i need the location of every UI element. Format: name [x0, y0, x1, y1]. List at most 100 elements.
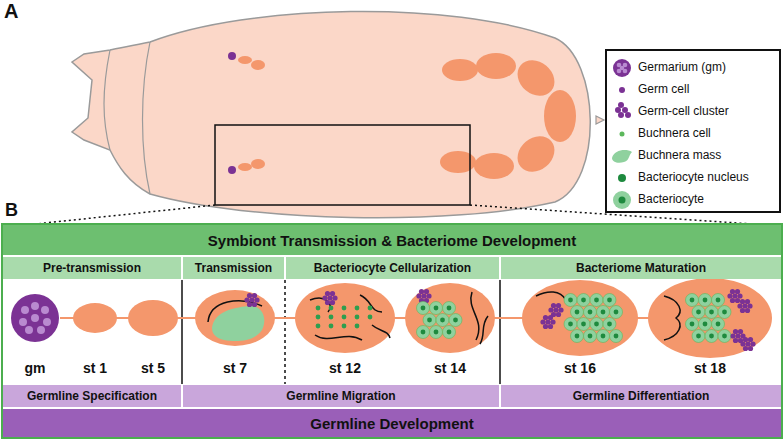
bacteriocyte-cells — [31, 314, 39, 322]
bacteriocyte-cells — [443, 326, 456, 339]
phase-band: Germline Differentiation — [501, 385, 781, 407]
bacteriocyte-cells — [727, 293, 732, 298]
legend-box — [612, 150, 632, 163]
bacteriocyte-cells — [686, 318, 699, 331]
bacteriocyte-cells — [590, 294, 603, 307]
bacteriocyte-cells — [316, 306, 321, 311]
bacteriocyte-cells — [421, 293, 426, 298]
bacteriocyte-cells — [550, 319, 555, 324]
bacteriocyte-cells — [750, 341, 755, 346]
bacteriocyte-cells — [745, 341, 750, 346]
bacteriocyte-cells — [584, 330, 597, 343]
bacteriocyte-cells — [696, 310, 701, 315]
bacteriocyte-cells — [571, 306, 584, 319]
bacteriocyte-cells — [342, 315, 347, 320]
bacteriocyte-cells — [594, 322, 599, 327]
bacteriocyte-cells — [368, 315, 373, 320]
panel-letter: A — [4, 0, 18, 23]
bacteriocyte-cells — [607, 298, 612, 303]
bacteriocyte-cells — [556, 303, 561, 308]
bacteriocyte-cells — [614, 334, 619, 339]
bacteriocyte-cells — [597, 330, 610, 343]
bacteriocyte-cells — [610, 306, 623, 319]
bacteriocyte-cells — [590, 318, 603, 331]
bacteriocyte-cells — [607, 322, 612, 327]
bacteriocyte-cells — [249, 297, 254, 302]
bacteriocyte-cells — [330, 300, 335, 305]
bacteriocyte-cells — [733, 338, 738, 343]
ovariole — [476, 53, 516, 79]
ovariole — [251, 159, 265, 169]
legend-box — [606, 50, 780, 212]
bacteriocyte-cells — [597, 306, 610, 319]
bacteriocyte-cells — [722, 334, 727, 339]
band-title: Transmission — [195, 261, 272, 275]
bacteriocyte-cells — [740, 308, 745, 313]
bacteriocyte-cells — [742, 303, 747, 308]
legend-entry: Bacteriocyte — [638, 192, 704, 206]
bacteriocyte-cells — [735, 289, 740, 294]
band-title: Symbiont Transmission & Bacteriome Devel… — [208, 232, 576, 249]
bacteriocyte-cells — [737, 303, 742, 308]
bacteriocyte-cells — [740, 299, 745, 304]
stage-drawing — [212, 306, 264, 341]
bacteriocyte-cells — [690, 298, 695, 303]
bacteriocyte-cells — [743, 346, 748, 351]
stage-label: st 14 — [434, 360, 466, 376]
bacteriocyte-cells — [584, 306, 597, 319]
bacteriocyte-cells — [610, 330, 623, 343]
bacteriocyte-cells — [735, 298, 740, 303]
bacteriocyte-cells — [449, 314, 462, 327]
band-title: Germline Specification — [27, 389, 157, 403]
bacteriocyte-cells — [703, 298, 708, 303]
bacteriocyte-cells — [355, 324, 360, 329]
bacteriocyte-cells — [453, 318, 458, 323]
bacteriocyte-cells — [25, 326, 33, 334]
bacteriocyte-cells — [577, 318, 590, 331]
bacteriocyte-cells — [716, 298, 721, 303]
bacteriocyte-cells — [745, 308, 750, 313]
bacteriocyte-cells — [417, 302, 430, 315]
bacteriocyte-cells — [43, 318, 51, 326]
bacteriocyte-cells — [41, 306, 49, 314]
stage-drawing — [471, 292, 488, 344]
legend-box — [620, 66, 625, 71]
stage-drawing — [664, 296, 680, 340]
bacteriocyte-cells — [603, 294, 616, 307]
legend-box — [615, 107, 621, 113]
bacteriocyte-cells — [322, 295, 327, 300]
stage-drawing — [310, 295, 390, 340]
bacteriocyte-cells — [686, 294, 699, 307]
bacteriocyte-cells — [426, 293, 431, 298]
bacteriocyte-cells — [718, 330, 731, 343]
bacteriocyte-cells — [594, 298, 599, 303]
stage-drawing — [536, 292, 566, 300]
stage-drawing — [522, 280, 638, 356]
bacteriocyte-cells — [740, 341, 745, 346]
section-band: Symbiont Transmission & Bacteriome Devel… — [3, 225, 781, 255]
bacteriocyte-cells — [436, 314, 449, 327]
bacteriocyte-cells — [543, 324, 548, 329]
stage-label: st 12 — [329, 360, 361, 376]
bacteriocyte-cells — [581, 298, 586, 303]
bacteriocyte-cells — [329, 306, 334, 311]
bacteriocyte-cells — [421, 330, 426, 335]
legend-box — [619, 197, 626, 204]
bacteriocyte-cells — [696, 334, 701, 339]
bacteriocyte-cells — [252, 293, 257, 298]
bacteriocyte-cells — [430, 302, 443, 315]
bacteriocyte-cells — [423, 314, 436, 327]
bacteriocyte-cells — [745, 299, 750, 304]
bacteriocyte-cells — [733, 329, 738, 334]
panel-letter: B — [5, 200, 18, 221]
band-title: Germline Migration — [286, 389, 395, 403]
bacteriocyte-cells — [571, 330, 584, 343]
panel-frame — [499, 280, 501, 384]
bacteriocyte-cells — [21, 306, 29, 314]
bacteriocyte-cells — [747, 303, 752, 308]
bacteriocyte-cells — [31, 302, 39, 310]
bacteriocyte-cells — [712, 318, 725, 331]
aphid-body — [72, 11, 604, 217]
bacteriocyte-cells — [730, 298, 735, 303]
bacteriocyte-cells — [553, 307, 558, 312]
